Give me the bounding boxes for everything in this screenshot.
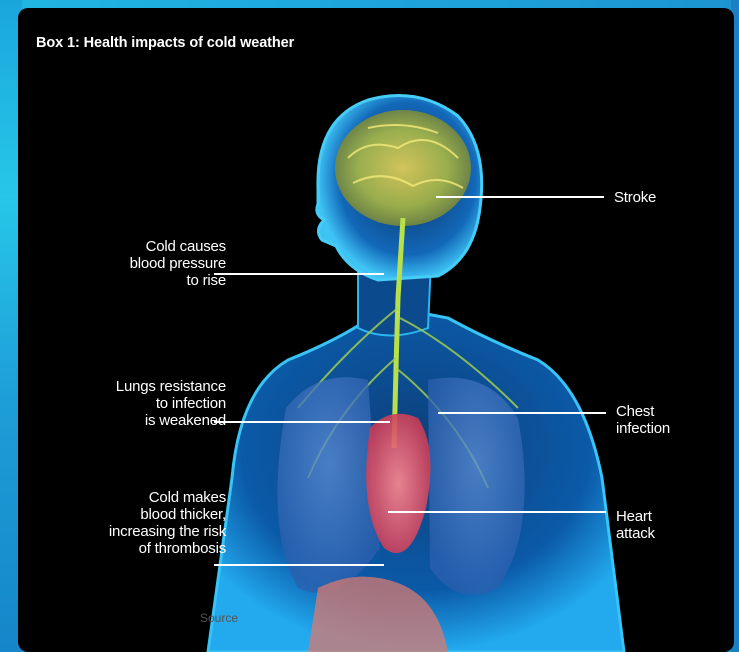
chest-infection-pointer-line	[438, 412, 606, 414]
heart-attack-label: Heart attack	[616, 508, 655, 542]
thrombosis-pointer-line	[214, 564, 384, 566]
blood-pressure-pointer-line	[214, 273, 384, 275]
lungs-label: Lungs resistance to infection is weakene…	[58, 378, 226, 429]
thrombosis-label: Cold makes blood thicker, increasing the…	[38, 489, 226, 557]
stroke-pointer-line	[436, 196, 604, 198]
heart-attack-pointer-line	[388, 511, 606, 513]
info-box-panel: Box 1: Health impacts of cold weather St…	[18, 8, 734, 652]
source-caption: Source	[200, 611, 238, 625]
lungs-pointer-line	[214, 421, 390, 423]
stroke-label: Stroke	[614, 189, 656, 206]
box-title: Box 1: Health impacts of cold weather	[36, 35, 294, 51]
blood-pressure-label: Cold causes blood pressure to rise	[76, 238, 226, 289]
chest-infection-label: Chest infection	[616, 403, 670, 437]
